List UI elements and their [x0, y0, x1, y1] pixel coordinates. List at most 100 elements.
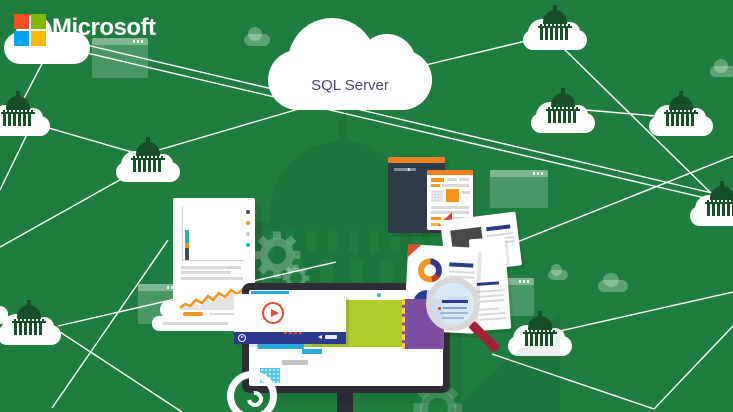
orange-block [431, 178, 444, 182]
chart-legend [246, 210, 251, 254]
text-line [477, 289, 504, 293]
capitol-icon [702, 181, 733, 217]
brand-wordmark: Microsoft [52, 14, 156, 41]
text-line [448, 270, 475, 274]
capitol-columns [525, 334, 555, 346]
capitol-base [538, 24, 572, 28]
legend-dot [246, 221, 250, 225]
capitol-cloud-node [690, 178, 733, 226]
capitol-base [131, 156, 165, 160]
text-line [431, 206, 469, 209]
area-trend-chart [180, 286, 246, 310]
gear-icon [253, 231, 301, 279]
capitol-cloud-node [0, 88, 50, 136]
mini-play-icon [238, 334, 246, 342]
window-dots-icon [533, 172, 545, 175]
capitol-base [523, 330, 557, 334]
section-label-bar [282, 360, 308, 365]
time-indicator [325, 335, 337, 339]
progress-ticks [284, 331, 302, 334]
capitol-icon [543, 88, 583, 124]
magnified-line [443, 307, 467, 309]
capitol-base [664, 110, 698, 114]
speaker-icon [318, 335, 322, 339]
play-icon [262, 302, 284, 324]
capitol-cloud-node [523, 2, 587, 50]
capitol-dome [543, 10, 567, 24]
logo-square-blue [14, 31, 29, 46]
mini-cloud-icon [548, 264, 568, 280]
mini-cloud-icon [710, 59, 733, 77]
blue-dot [377, 293, 381, 297]
capitol-icon [128, 137, 168, 173]
menu-bar [302, 349, 322, 354]
spiral-inner [243, 387, 267, 411]
capitol-icon [535, 5, 575, 41]
video-player-card [234, 294, 346, 344]
mini-cloud-icon [244, 26, 270, 46]
donut-chart [417, 257, 443, 284]
capitol-cloud-node [531, 85, 595, 133]
capitol-dome [136, 142, 160, 156]
capitol-cloud-node [649, 88, 713, 136]
monitor-stand [337, 392, 353, 412]
bg-window-titlebar [490, 170, 548, 177]
bg-window-titlebar [488, 278, 534, 285]
text-line [478, 307, 499, 311]
text-line [442, 184, 469, 187]
text-line [462, 191, 470, 194]
capitol-icon [520, 311, 560, 347]
capitol-cloud-node [508, 308, 572, 356]
capitol-icon [9, 300, 49, 336]
window-dots-icon [133, 40, 145, 43]
capitol-columns [540, 28, 570, 40]
sql-server-cloud: SQL Server [268, 18, 432, 110]
spiral-icon [227, 371, 277, 412]
logo-square-green [31, 14, 46, 29]
window-dots-icon [519, 280, 531, 283]
capitol-dome [710, 186, 733, 200]
heading-bar [486, 224, 511, 232]
microsoft-logo: Microsoft [14, 12, 214, 46]
capitol-columns [666, 114, 696, 126]
doc-titlebar [427, 170, 473, 175]
capitol-dome [669, 96, 693, 110]
silhouette-shoulder [252, 221, 432, 231]
sql-server-label: SQL Server [311, 77, 389, 94]
capitol-columns [133, 160, 163, 172]
silhouette-columns-upper [253, 231, 431, 253]
magnified-heading [442, 300, 468, 303]
grouped-bar-chart [182, 206, 244, 261]
legend-dot [246, 210, 250, 214]
capitol-dome [6, 96, 30, 110]
logo-square-yellow [31, 31, 46, 46]
magnifier-icon [426, 277, 480, 331]
laptop-line [162, 322, 228, 325]
silhouette-spire-tip [342, 111, 345, 122]
text-line [478, 299, 505, 303]
code-window-titlebar [388, 157, 445, 163]
bg-window-titlebar [138, 284, 182, 291]
silhouette-spire [339, 120, 347, 144]
video-progress-strip [258, 344, 304, 349]
capitol-columns [548, 111, 578, 123]
white-cloud-fragment [0, 306, 8, 324]
text-line [181, 266, 241, 269]
menu-bar-row [302, 349, 443, 355]
text-line [447, 178, 457, 181]
text-line [181, 271, 231, 274]
logo-square-red [14, 14, 29, 29]
silhouette-band [247, 253, 438, 259]
orange-block [431, 184, 440, 187]
bg-window-titlebar [92, 38, 148, 45]
bg-browser-window [490, 170, 548, 208]
text-line [459, 178, 469, 181]
orange-pill [183, 312, 203, 316]
capitol-base [12, 319, 46, 323]
capitol-columns [707, 204, 733, 216]
heading-bar [476, 281, 500, 286]
capitol-icon [0, 91, 38, 127]
